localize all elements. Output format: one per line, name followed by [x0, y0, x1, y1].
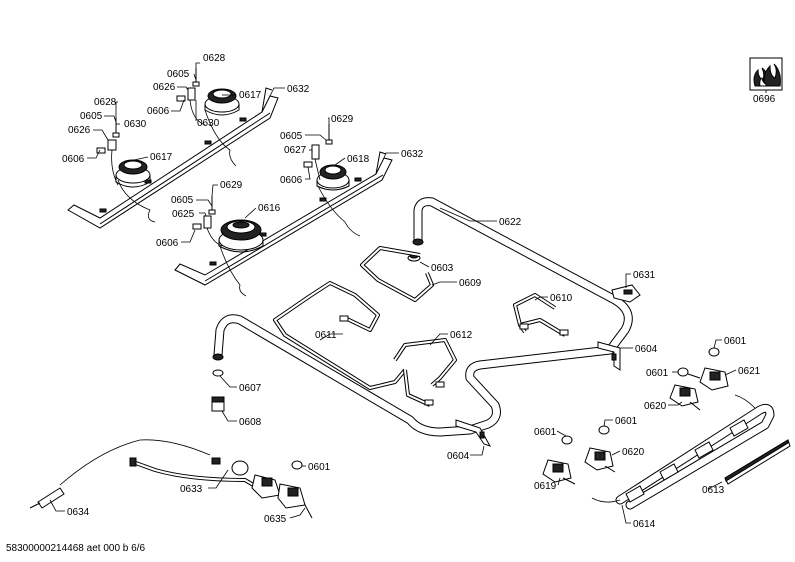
leader-lines: [49, 62, 767, 524]
valve-0619: [542, 459, 576, 485]
label-0612: 0612: [450, 330, 473, 341]
label-0609: 0609: [459, 278, 482, 289]
label-0614: 0614: [633, 519, 656, 530]
bar-0613: [724, 439, 791, 485]
valve-0621: [687, 367, 729, 391]
nut-0608: [211, 396, 225, 412]
burner-0618: [316, 164, 350, 191]
valve-0620-a: [669, 384, 701, 411]
flame-icon: [749, 57, 783, 91]
label-0610: 0610: [550, 293, 573, 304]
label-0603: 0603: [431, 263, 454, 274]
label-0622: 0622: [499, 217, 522, 228]
label-0632-a: 0632: [287, 84, 310, 95]
label-0633: 0633: [180, 484, 203, 495]
clip-0631: [611, 284, 641, 303]
cap-0601-c: [598, 425, 610, 435]
label-0606-c: 0606: [280, 175, 303, 186]
label-0635: 0635: [264, 514, 287, 525]
burner-0616: [218, 219, 264, 253]
label-0605-c: 0605: [280, 131, 303, 142]
label-0629-b: 0629: [220, 180, 243, 191]
label-0628-a: 0628: [203, 53, 226, 64]
label-0611: 0611: [315, 330, 337, 341]
label-0630-a: 0630: [197, 118, 220, 129]
tube-0633: [129, 457, 267, 494]
washer-0607: [212, 369, 224, 377]
label-0605-b: 0605: [80, 111, 103, 122]
label-0601-c: 0601: [615, 416, 638, 427]
electrode-group-2: [192, 124, 333, 247]
label-0606-b: 0606: [62, 154, 85, 165]
label-0601-e: 0601: [308, 462, 331, 473]
cap-0601-b: [677, 367, 689, 377]
label-0620-b: 0620: [622, 447, 645, 458]
label-0605-a: 0605: [167, 69, 190, 80]
gas-tubes: [273, 246, 569, 407]
label-0601-a: 0601: [724, 336, 747, 347]
gas-manifold-pipe: [212, 197, 633, 437]
label-0617-a: 0617: [239, 90, 262, 101]
burner-0617-left: [115, 159, 151, 188]
label-0621: 0621: [738, 366, 761, 377]
part-labels: 0628 0605 0626 0606 0630 0617 0632 0628 …: [62, 53, 776, 530]
label-0634: 0634: [67, 507, 90, 518]
label-0626-a: 0626: [153, 82, 176, 93]
label-0604-b: 0604: [447, 451, 470, 462]
label-0626-b: 0626: [68, 125, 91, 136]
label-0625: 0625: [172, 209, 195, 220]
bracket-0604-b: [455, 419, 492, 447]
burner-0617-top: [204, 88, 240, 116]
label-0630-b: 0630: [124, 119, 147, 130]
label-0617-b: 0617: [150, 152, 173, 163]
label-0608: 0608: [239, 417, 262, 428]
thermocouple-0634: [29, 439, 211, 509]
label-0632-b: 0632: [401, 149, 424, 160]
label-0601-d: 0601: [534, 427, 557, 438]
label-0616: 0616: [258, 203, 281, 214]
label-0629-a: 0629: [331, 114, 354, 125]
burner-rail-back-left: [67, 87, 279, 229]
label-0618: 0618: [347, 154, 370, 165]
front-manifold-0614: [591, 394, 775, 510]
valve-body-0635: [231, 460, 313, 519]
document-footer: 58300000214468 aet 000 b 6/6: [6, 543, 145, 554]
label-0601-b: 0601: [646, 368, 669, 379]
valve-0620-b: [584, 447, 616, 473]
label-0619: 0619: [534, 481, 557, 492]
electrode-group-1: [96, 68, 206, 186]
label-0696: 0696: [753, 94, 776, 105]
label-0604-a: 0604: [635, 344, 658, 355]
label-0605-d: 0605: [171, 195, 194, 206]
label-0620-a: 0620: [644, 401, 667, 412]
label-0627: 0627: [284, 145, 307, 156]
label-0628-b: 0628: [94, 97, 117, 108]
label-0606-d: 0606: [156, 238, 179, 249]
cap-0601-a: [708, 347, 720, 357]
cap-0601-d: [561, 435, 573, 445]
label-0613: 0613: [702, 485, 725, 496]
label-0631: 0631: [633, 270, 656, 281]
label-0606-a: 0606: [147, 106, 170, 117]
label-0607: 0607: [239, 383, 262, 394]
